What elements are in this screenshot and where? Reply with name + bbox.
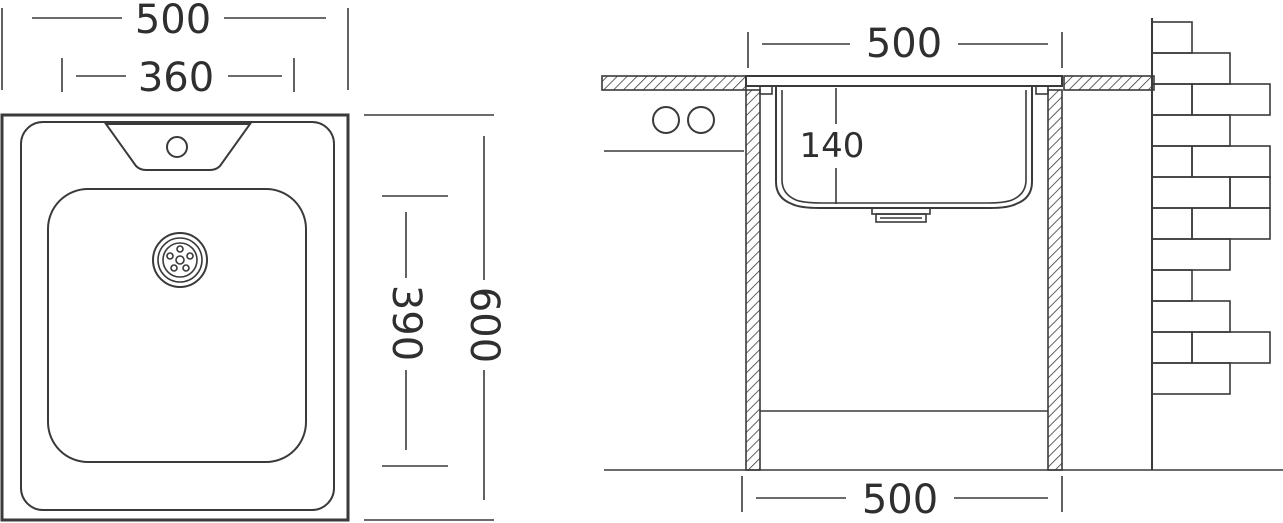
top-view: 500 360 xyxy=(0,0,507,522)
sink-rim xyxy=(20,121,335,511)
faucet-deck xyxy=(104,123,252,171)
dim-bowl-depth: 390 xyxy=(382,195,448,467)
dim-overall-depth-label: 600 xyxy=(461,287,507,363)
dim-cabinet-width-label: 500 xyxy=(862,477,938,523)
sink-outline xyxy=(0,113,350,522)
dim-overall-width-label: 500 xyxy=(135,0,211,43)
dim-sink-width: 500 xyxy=(747,21,1063,68)
dim-overall-depth: 600 xyxy=(364,114,507,521)
faucet-hole xyxy=(166,136,188,158)
dim-bowl-width-label: 360 xyxy=(138,55,214,101)
drain-fitting-icon xyxy=(871,207,931,223)
drain-strainer-icon xyxy=(152,232,208,288)
pipes-icon xyxy=(652,106,715,134)
dim-bowl-depth-label: 390 xyxy=(383,285,429,361)
dim-overall-width: 500 xyxy=(1,0,349,90)
brick-wall xyxy=(1151,18,1271,470)
dim-bowl-height: 140 xyxy=(800,88,865,204)
cabinet-wall-right xyxy=(1047,89,1063,471)
dim-bowl-width: 360 xyxy=(61,55,295,101)
dim-bowl-height-label: 140 xyxy=(800,126,865,166)
dim-sink-width-label: 500 xyxy=(866,21,942,67)
sink-bowl xyxy=(47,188,307,463)
countertop-left xyxy=(601,75,747,91)
countertop-right xyxy=(1063,75,1155,91)
cabinet-wall-left xyxy=(745,89,761,471)
side-view: 500 140 xyxy=(601,18,1283,523)
dim-cabinet-width: 500 xyxy=(741,476,1063,523)
sink-rim-plate xyxy=(745,75,1063,87)
